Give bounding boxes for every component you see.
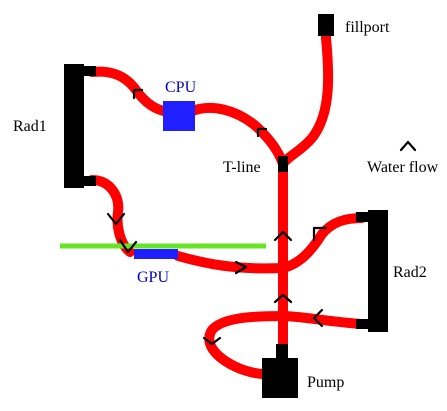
flow-arrow-icon [273, 230, 293, 242]
fillport-label: fillport [345, 19, 390, 36]
flow-arrow-icon [132, 88, 144, 100]
flow-arrow-icon [273, 293, 293, 304]
tube-rad1-to-cpu [87, 66, 173, 117]
flow-arrow-icon [256, 127, 268, 138]
flow-arrow-icon [118, 238, 138, 254]
rad1-top-stub [82, 66, 96, 76]
pump-inlet [276, 344, 288, 360]
rad2-label: Rad2 [393, 264, 427, 281]
pump-label: Pump [307, 374, 344, 391]
components [64, 14, 388, 398]
flow-arrow-icon [312, 308, 324, 328]
flow-arrows [106, 88, 328, 346]
rad2-block [368, 210, 388, 332]
tube-gpu-to-main [173, 251, 288, 274]
pump-block [262, 358, 298, 398]
gpu-block [134, 249, 178, 259]
t-line-label: T-line [223, 159, 261, 176]
gpu-label: GPU [137, 269, 169, 286]
tube-loop-to-pump [204, 311, 288, 379]
t-line-fitting [278, 156, 288, 172]
cpu-block [163, 101, 195, 131]
rad2-top-stub [356, 212, 370, 222]
rad1-bottom-stub [82, 176, 96, 186]
flow-arrow-icon [202, 336, 222, 346]
flow-arrow-icon [234, 260, 248, 275]
water-flow-caret-icon [399, 140, 417, 152]
flow-arrow-icon [106, 212, 126, 226]
cpu-label: CPU [165, 79, 197, 96]
tube-rad2-top-to-main [278, 213, 367, 273]
water-flow-label: Water flow [367, 159, 439, 176]
rad1-block [64, 64, 84, 188]
fillport-block [318, 14, 334, 36]
tubing [87, 25, 367, 379]
rad1-label: Rad1 [13, 118, 47, 135]
flow-arrow-icon [312, 226, 328, 242]
rad2-bottom-stub [356, 319, 370, 329]
tube-fillport-to-t-line [278, 25, 334, 169]
tube-rad2-bottom-to-main [278, 311, 367, 329]
tube-cpu-to-t-line [183, 103, 288, 169]
